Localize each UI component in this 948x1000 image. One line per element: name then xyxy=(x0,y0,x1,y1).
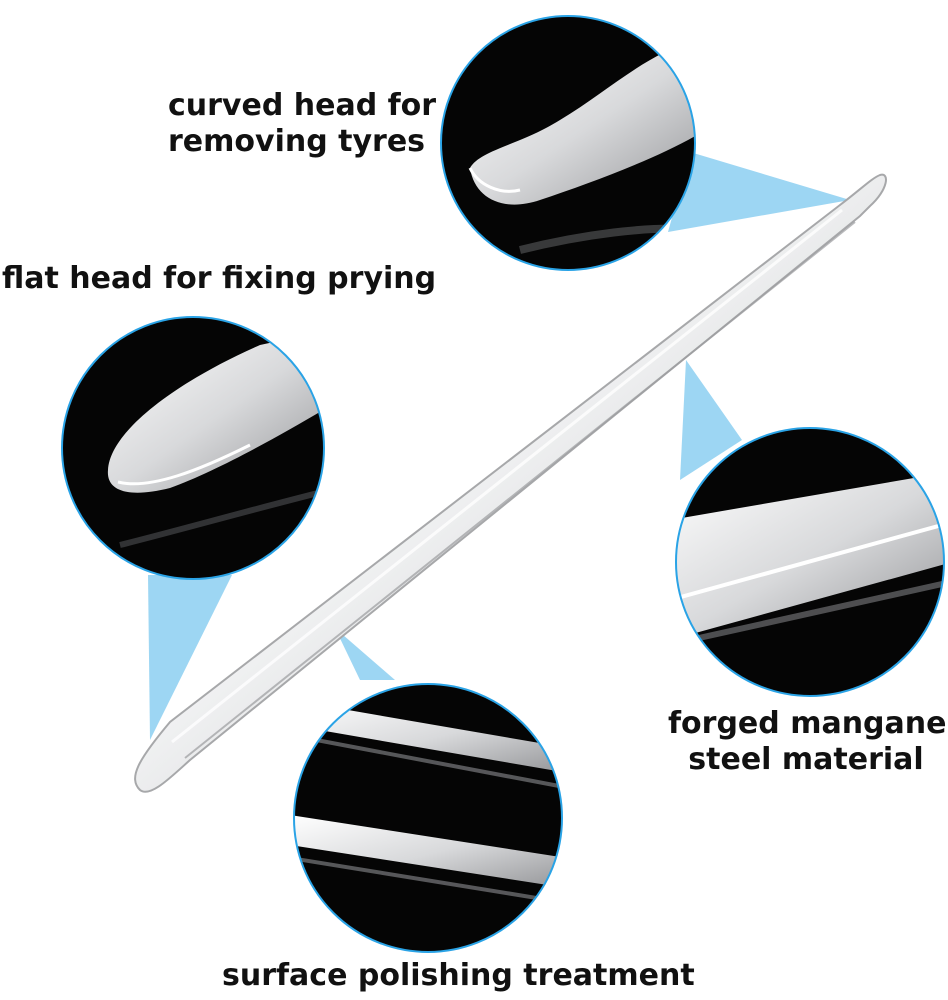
curved-head-label: curved head for removing tyres xyxy=(168,88,436,160)
flat-head-label: flat head for fixing prying xyxy=(2,261,437,296)
forged-material-label-line-1: forged manganese xyxy=(668,706,948,741)
tyre-lever-icon xyxy=(134,173,887,793)
curved-head-detail xyxy=(440,15,696,271)
callout-beams xyxy=(148,152,850,740)
forged-material-label: forged manganese steel material xyxy=(668,706,948,778)
curved-head-label-line-1: curved head for xyxy=(168,88,437,123)
flat-head-detail xyxy=(61,316,325,580)
surface-polishing-label: surface polishing treatment xyxy=(222,958,695,993)
forged-steel-detail xyxy=(675,427,945,697)
polished-surface-detail xyxy=(293,683,563,953)
curved-head-label-line-2: removing tyres xyxy=(168,124,426,159)
beam-forged xyxy=(680,360,742,480)
forged-material-label-line-2: steel material xyxy=(688,742,924,777)
beam-flat xyxy=(148,575,232,740)
beam-curved xyxy=(668,152,850,232)
beam-surface xyxy=(335,628,395,680)
